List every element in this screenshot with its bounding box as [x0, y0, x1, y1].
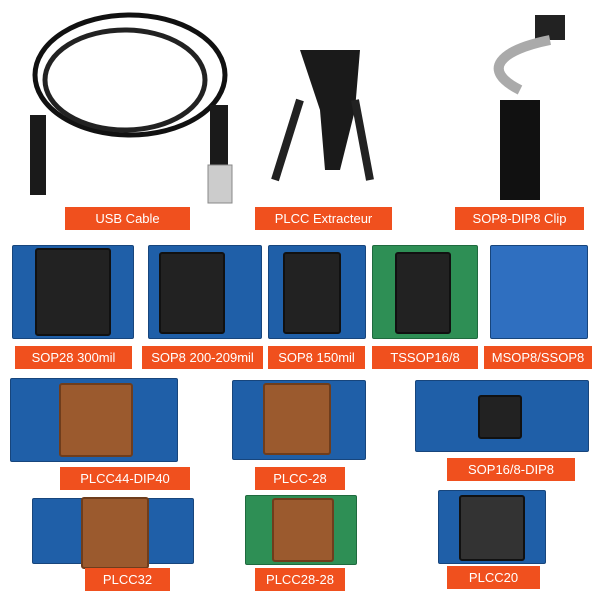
- plcc28-adapter-image: [232, 380, 366, 460]
- label-sop8-dip8-clip: SOP8-DIP8 Clip: [455, 207, 584, 230]
- label-sop8-200: SOP8 200-209mil: [142, 346, 263, 369]
- usb-cable-image: [30, 12, 233, 204]
- label-plcc28: PLCC-28: [255, 467, 345, 490]
- label-sop8-150: SOP8 150mil: [268, 346, 365, 369]
- plcc20-adapter-image: [438, 490, 546, 564]
- sop8-150-adapter-image: [268, 245, 366, 339]
- tssop-adapter-image: [372, 245, 478, 339]
- sop8-clip-image: [493, 15, 565, 200]
- label-plcc-extractor: PLCC Extracteur: [255, 207, 392, 230]
- label-usb-cable: USB Cable: [65, 207, 190, 230]
- label-sop16-dip8: SOP16/8-DIP8: [447, 458, 575, 481]
- label-plcc32: PLCC32: [85, 568, 170, 591]
- label-plcc28-28: PLCC28-28: [255, 568, 345, 591]
- sop28-adapter-image: [12, 245, 134, 339]
- label-sop28: SOP28 300mil: [15, 346, 132, 369]
- sop8-200-adapter-image: [148, 245, 262, 339]
- plcc-extractor-image: [271, 50, 374, 182]
- plcc44-adapter-image: [10, 378, 178, 462]
- label-msop: MSOP8/SSOP8: [484, 346, 592, 369]
- sop16-dip8-adapter-image: [415, 380, 589, 452]
- plcc28-28-adapter-image: [245, 495, 357, 565]
- label-plcc20: PLCC20: [447, 566, 540, 589]
- label-tssop: TSSOP16/8: [372, 346, 478, 369]
- plcc32-adapter-image: [32, 497, 194, 569]
- label-plcc44: PLCC44-DIP40: [60, 467, 190, 490]
- msop-adapter-image: [490, 245, 588, 339]
